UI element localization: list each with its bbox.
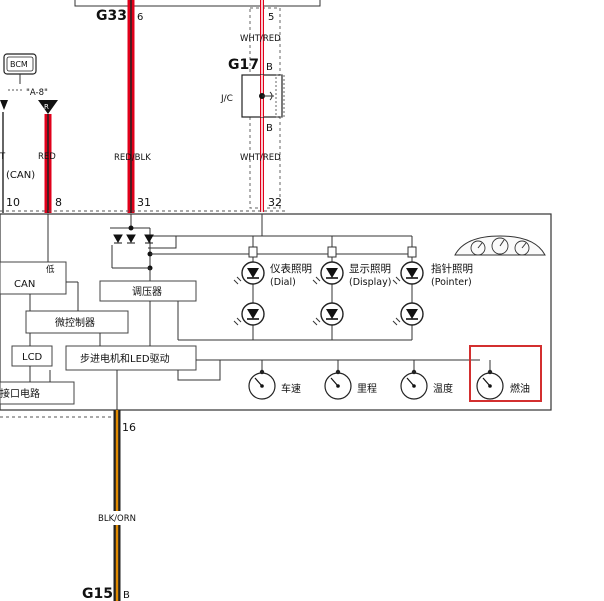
g33-label: G33	[96, 8, 127, 24]
regulator-block	[99, 280, 197, 302]
wire-red-blk-label: RED/BLK	[114, 153, 151, 163]
fuel-gauge-highlight	[469, 345, 542, 402]
gauge-temperature: 温度	[400, 369, 453, 400]
gauge-odometer-label: 里程	[357, 383, 377, 395]
driver-block	[65, 345, 197, 371]
gauge-odometer: 里程	[324, 369, 377, 400]
jc-text: J/C	[220, 94, 233, 104]
lamp-pointer-cn: 指针照明	[431, 262, 473, 275]
pin-32: 32	[268, 196, 282, 209]
gauge-fuel-label: 燃油	[510, 382, 530, 395]
lamp-display-cn: 显示照明	[349, 263, 391, 275]
pin-8: 8	[55, 196, 62, 209]
g17-pin-top: B	[266, 62, 273, 73]
can-block	[0, 261, 67, 295]
mcu-label: 微控制器	[55, 316, 95, 329]
gauge-speed-label: 车速	[281, 382, 301, 395]
lcd-label: LCD	[22, 352, 43, 363]
top-connector-outline	[74, 0, 321, 7]
lcd-block	[11, 345, 53, 367]
driver-label: 步进电机和LED驱动	[80, 352, 170, 365]
g15-label: G15	[82, 586, 113, 601]
pin-16: 16	[122, 421, 136, 434]
lamp-display-en: (Display)	[349, 277, 391, 288]
g33-pin-5: 5	[268, 12, 274, 23]
lamp-pointer-en: (Pointer)	[431, 277, 472, 288]
g15-pin: B	[123, 590, 130, 601]
wire-red-label: RED	[38, 152, 56, 162]
pin-10: 10	[6, 196, 20, 209]
wire-wht-red-mid-label: WHT/RED	[240, 153, 281, 163]
can-block-label: CAN	[14, 279, 35, 290]
connector-r-marker	[38, 100, 58, 114]
bcm-ref: "A-8"	[26, 88, 48, 98]
lamp-column-display: 显示照明 (Display)	[312, 236, 391, 340]
wire-wht-red-top-label: WHT/RED	[240, 34, 281, 44]
gauge-fuel: 燃油	[476, 369, 530, 400]
g17-pin-bottom: B	[266, 123, 273, 134]
lamp-column-dial: 仪表照明 (Dial)	[233, 236, 312, 340]
mcu-block	[25, 310, 129, 334]
can-label: (CAN)	[6, 170, 35, 181]
g33-pin-6: 6	[137, 12, 143, 23]
wire-blk-orn-label: BLK/ORN	[98, 514, 136, 524]
gauge-temperature-label: 温度	[433, 382, 453, 395]
bcm-label: BCM	[10, 60, 28, 69]
regulator-label: 调压器	[132, 286, 162, 298]
lamp-dial-en: (Dial)	[270, 277, 296, 288]
interface-block	[0, 381, 75, 405]
svg-text:R: R	[44, 103, 49, 111]
interface-label: 接口电路	[0, 387, 40, 400]
can-low-label: 低	[46, 264, 55, 275]
pin-31: 31	[137, 196, 151, 209]
g17-label: G17	[228, 57, 259, 73]
lamp-dial-cn: 仪表照明	[270, 262, 312, 275]
wire-left-cut-label: T	[0, 152, 6, 162]
gauge-speed: 车速	[248, 369, 301, 400]
cluster-box	[0, 213, 552, 411]
lamp-column-pointer: 指针照明 (Pointer)	[392, 236, 473, 340]
instrument-cluster-icon	[454, 235, 546, 256]
